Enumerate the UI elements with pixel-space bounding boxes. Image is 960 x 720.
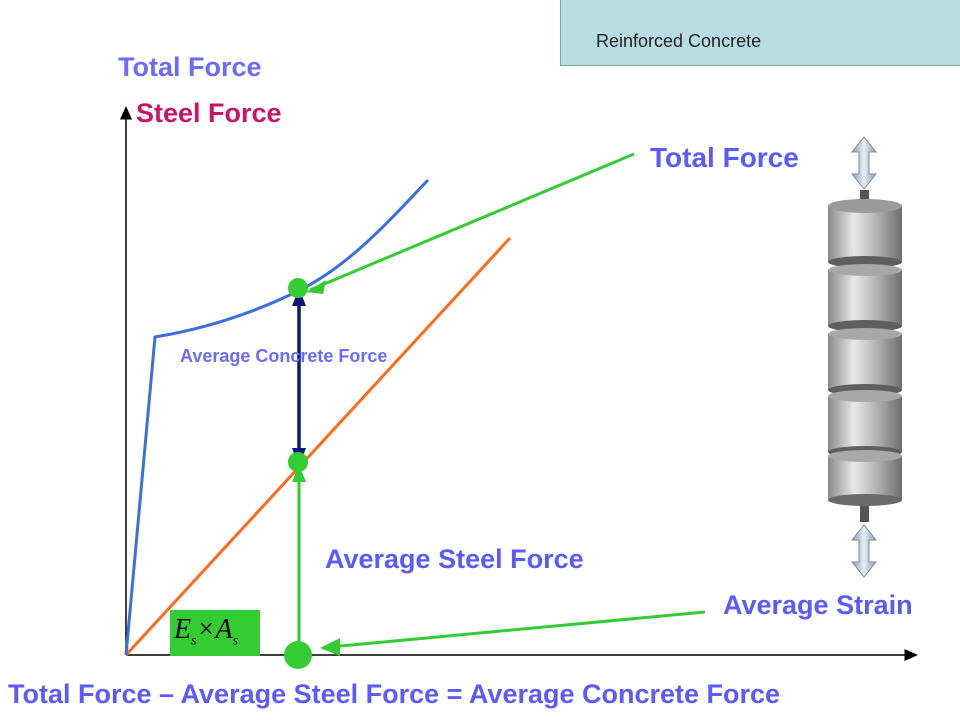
equation-text: Total Force – Average Steel Force = Aver… — [8, 679, 781, 709]
total-force-curve — [124, 178, 430, 656]
average-strain-label: Average Strain — [723, 590, 913, 620]
y-axis-label-steel-force: Steel Force — [136, 98, 282, 128]
average-concrete-force-label: Average Concrete Force — [180, 346, 388, 366]
average-strain-pointer — [329, 610, 706, 649]
total-force-pointer-head — [306, 280, 326, 294]
title-box — [560, 0, 960, 66]
point-average-strain — [284, 641, 312, 669]
point-total-force — [288, 278, 308, 298]
stiffness-formula: Es×As — [174, 614, 239, 649]
average-steel-force-arrowhead — [292, 465, 306, 482]
average-steel-force-label: Average Steel Force — [325, 544, 584, 574]
stiffness-formula-box — [170, 610, 260, 656]
steel-force-line — [124, 236, 512, 657]
average-strain-pointer-head — [320, 638, 340, 656]
slide-title: Reinforced Concrete — [596, 31, 762, 51]
total-force-pointer — [309, 152, 635, 292]
tension-arrow-top-icon — [850, 136, 878, 190]
point-steel-force — [288, 452, 308, 472]
y-axis-label-total-force: Total Force — [118, 52, 262, 82]
specimen-icon — [828, 190, 902, 522]
tension-arrow-bottom-icon — [850, 524, 878, 578]
total-force-curve-label: Total Force — [650, 142, 799, 173]
